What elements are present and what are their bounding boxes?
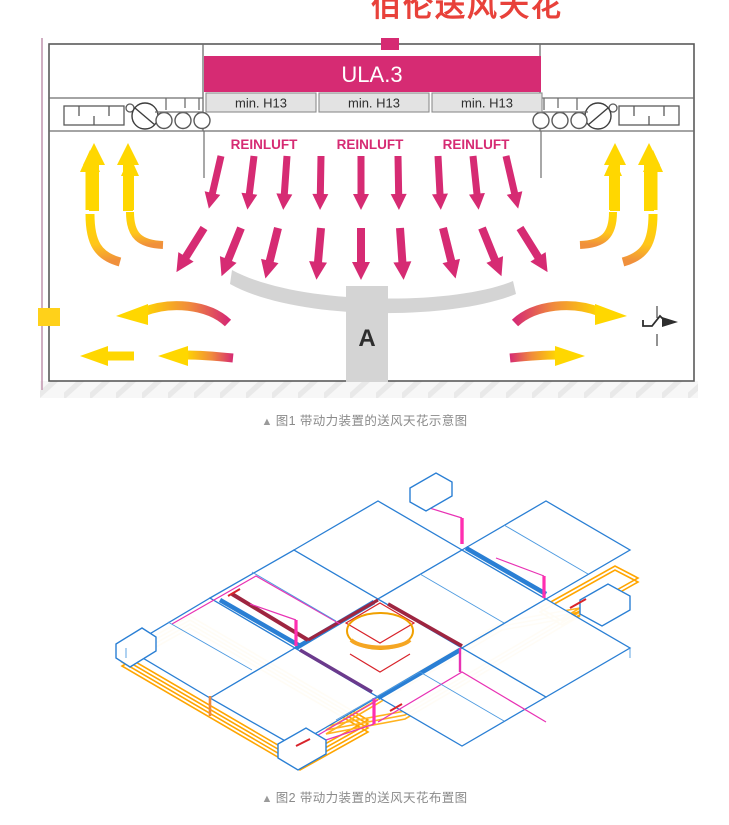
exhaust-grille-icon [38,308,60,326]
page-title-text: 佰伦送风天花 [371,0,563,23]
reinluft-label-row: REINLUFT REINLUFT REINLUFT [231,137,510,152]
filter-dots-icon [155,111,211,130]
right-ahu-group [532,98,680,130]
left-ahu-group [63,98,211,130]
figure1-caption: ▲图1 带动力装置的送风天花示意图 [0,410,729,429]
caption1-text: 图1 带动力装置的送风天花示意图 [275,414,468,428]
caption-marker-icon: ▲ [261,416,273,428]
page-title: 佰伦送风天花 [0,0,729,24]
return-arrow-curved [621,150,663,267]
operating-table-label: A [358,325,375,352]
filter-dots-icon [532,111,588,130]
return-airflow-arrows-left [38,143,234,366]
ula-banner-label: ULA.3 [341,62,402,87]
fan-icon [584,102,612,130]
filter-box-label: min. H13 [348,96,400,111]
figure2-caption: ▲图2 带动力装置的送风天花布置图 [0,787,729,806]
reinluft-label: REINLUFT [231,137,298,152]
damper-icon [618,105,680,126]
operating-table: A [230,270,516,382]
end-connection-box [115,472,631,771]
floor-hatching [40,381,698,398]
return-arrow-curved [121,156,164,249]
supply-duct-tab [381,38,399,50]
damper-icon [63,105,125,126]
caption2-text: 图2 带动力装置的送风天花布置图 [275,791,468,805]
reinluft-label: REINLUFT [337,137,404,152]
secondary-grid-lines [125,524,631,722]
mixed-flow-arrow [158,346,234,366]
filter-box: min. H13 [318,92,430,113]
filter-box-row: min. H13 min. H13 min. H13 [205,92,543,113]
filter-box-label: min. H13 [461,96,513,111]
filter-box-label: min. H13 [235,96,287,111]
mixed-flow-arrow [509,346,585,366]
figure1-container: ULA.3 min. H13 min. H13 min. H13 [38,38,698,398]
door-zigzag-arrow-icon [642,306,678,346]
plenum-drop-lines [203,131,542,178]
light-ring-ellipse [346,612,414,650]
figure2-container [110,458,650,778]
filter-box: min. H13 [431,92,543,113]
supply-airflow-arrows [176,155,548,280]
fan-icon [131,102,159,130]
structural-beams [218,546,548,700]
mixed-flow-arrow [511,301,627,327]
return-arrow-curved [80,150,122,267]
return-airflow-arrows-right [509,143,663,366]
ula-banner: ULA.3 [204,56,541,92]
red-accent-marks [227,588,587,747]
mixed-flow-arrow [116,301,232,327]
reinluft-label: REINLUFT [443,137,510,152]
caption-marker-icon: ▲ [261,793,273,805]
filter-box: min. H13 [205,92,317,113]
return-arrow-horizontal [80,346,134,366]
return-arrow-curved [579,156,622,249]
